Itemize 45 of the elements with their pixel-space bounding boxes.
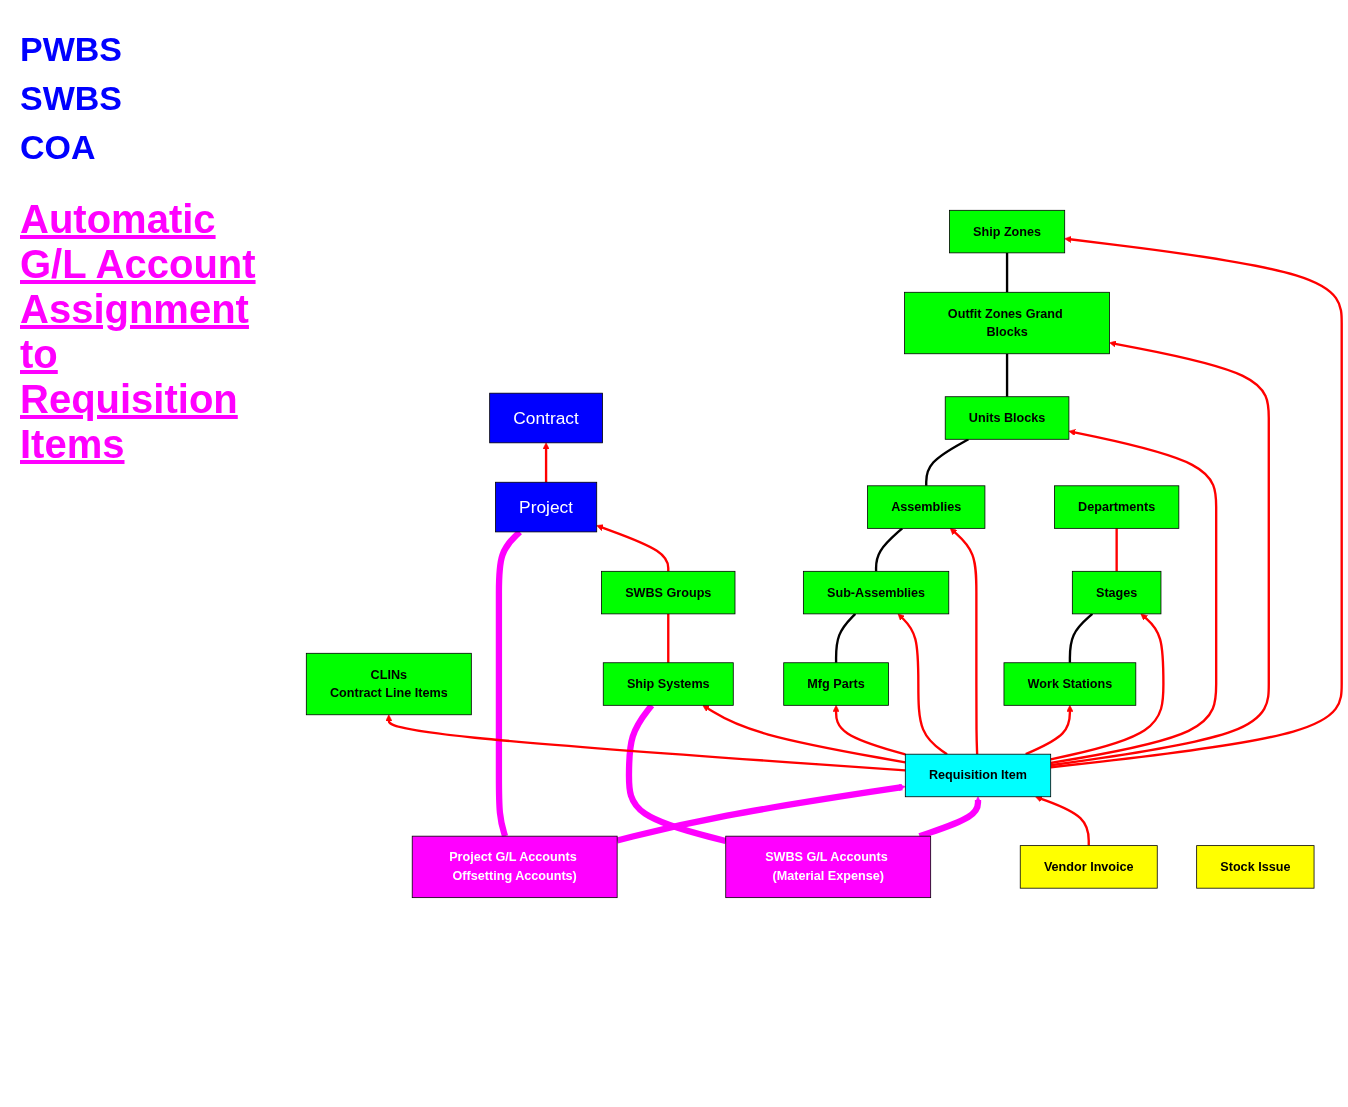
arrow <box>1050 613 1165 761</box>
arrow <box>832 704 906 756</box>
connector <box>925 437 969 486</box>
arrow <box>1035 795 1090 846</box>
column-heading: COA <box>20 128 97 167</box>
node-box: Sub-Assemblies <box>802 570 950 614</box>
note-text: Automatic G/L Account Assignment to Requisition Items <box>20 197 257 467</box>
node-box: Project G/L Accounts Offsetting Accounts) <box>411 835 618 898</box>
node-box: Stock Issue <box>1196 844 1315 889</box>
connector <box>667 613 670 663</box>
node-box: Requisition Item <box>904 753 1052 797</box>
node-box: SWBS Groups <box>601 570 736 614</box>
node-box: Ship Zones <box>949 209 1066 253</box>
node-box: Stages <box>1071 570 1162 614</box>
connector <box>1005 252 1009 292</box>
connector <box>1068 612 1094 663</box>
arrow <box>897 613 948 755</box>
column-heading: SWBS <box>20 79 123 118</box>
connector <box>1005 353 1009 397</box>
arrow <box>616 783 906 844</box>
arrow <box>949 527 979 754</box>
node-box: Assemblies <box>867 484 986 529</box>
arrow <box>702 704 906 764</box>
node-box: SWBS G/L Accounts (Material Expense) <box>725 835 932 898</box>
node-box: Contract <box>489 392 603 443</box>
node-box: Project <box>495 481 598 532</box>
arrow <box>596 523 670 571</box>
node-box: Mfg Parts <box>783 661 889 706</box>
arrow <box>1050 340 1270 766</box>
node-box: Vendor Invoice <box>1019 844 1158 889</box>
connector <box>1115 527 1118 571</box>
arrow <box>1050 235 1343 768</box>
node-box: Units Blocks <box>944 395 1070 440</box>
node-box: Departments <box>1054 484 1180 529</box>
connector <box>874 527 904 571</box>
connector <box>834 612 857 663</box>
arrow <box>385 714 906 772</box>
node-box: Work Stations <box>1003 661 1137 706</box>
column-heading: PWBS <box>20 30 123 69</box>
arrow <box>1050 428 1218 764</box>
node-box: CLINs Contract Line Items <box>305 652 472 715</box>
node-box: Ship Systems <box>602 661 734 706</box>
arrow <box>542 442 550 482</box>
arrow <box>1025 704 1074 755</box>
node-box: Outfit Zones Grand Blocks <box>904 291 1110 354</box>
